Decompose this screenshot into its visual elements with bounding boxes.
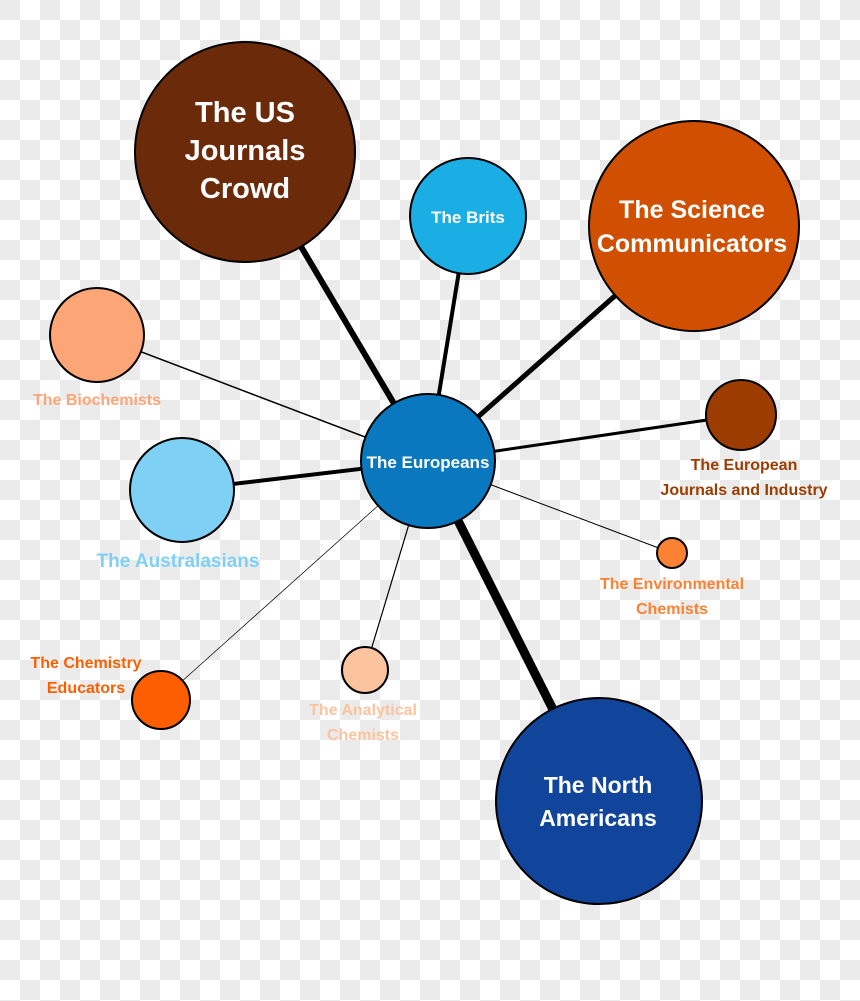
node-us-journals[interactable] — [134, 41, 356, 263]
label-brits: The Brits — [431, 208, 505, 227]
node-brits[interactable] — [409, 157, 527, 275]
node-science-communicators[interactable] — [588, 120, 800, 332]
label-europeans: The Europeans — [367, 453, 490, 472]
label-australasians: The Australasians — [97, 551, 260, 572]
node-chemistry-educators[interactable] — [131, 670, 191, 730]
node-environmental-chemists[interactable] — [656, 537, 688, 569]
node-australasians[interactable] — [129, 437, 235, 543]
node-analytical-chemists[interactable] — [341, 646, 389, 694]
node-europeans[interactable] — [360, 393, 496, 529]
node-north-americans[interactable] — [495, 697, 703, 905]
node-biochemists[interactable] — [49, 287, 145, 383]
label-biochemists: The Biochemists — [33, 392, 161, 409]
node-european-journals[interactable] — [705, 379, 777, 451]
